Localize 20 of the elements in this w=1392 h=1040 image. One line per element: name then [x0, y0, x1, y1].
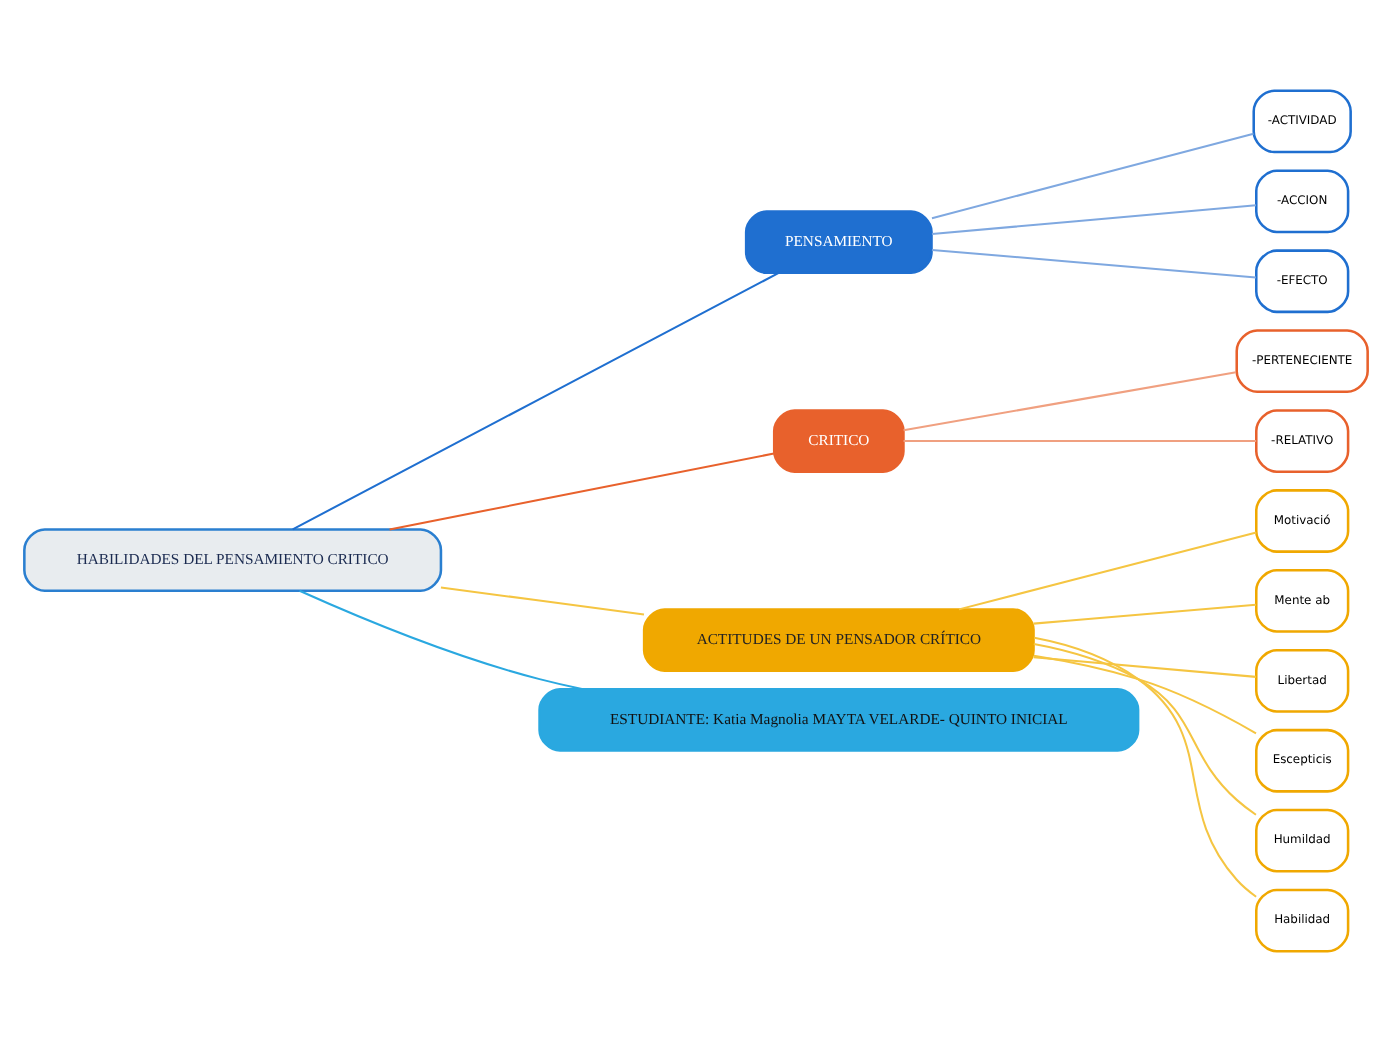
connector: [1033, 642, 1257, 815]
connector: [958, 530, 1257, 610]
connector: [931, 247, 1257, 278]
connector: [1033, 653, 1257, 734]
node-box: ACTITUDES DE UN PENSADOR CRÍTICO: [642, 607, 1035, 671]
node-box: CRITICO: [772, 408, 905, 472]
node-box: HABILIDADES DEL PENSAMIENTO CRITICO: [23, 527, 443, 591]
connector: [903, 370, 1237, 431]
node-box: ESTUDIANTE: Katia Magnolia MAYTA VELARDE- QUINTO INICIAL: [538, 687, 1140, 751]
connector: [389, 451, 775, 530]
connector: [903, 439, 1257, 442]
connector: [292, 271, 780, 530]
node-box: PENSAMIENTO: [744, 209, 933, 273]
connector: [931, 203, 1257, 235]
connector: [440, 585, 645, 615]
connector: [1033, 655, 1256, 677]
connector: [1033, 602, 1256, 624]
connector: [1034, 635, 1257, 897]
connector: [299, 588, 584, 690]
connector: [931, 131, 1254, 219]
